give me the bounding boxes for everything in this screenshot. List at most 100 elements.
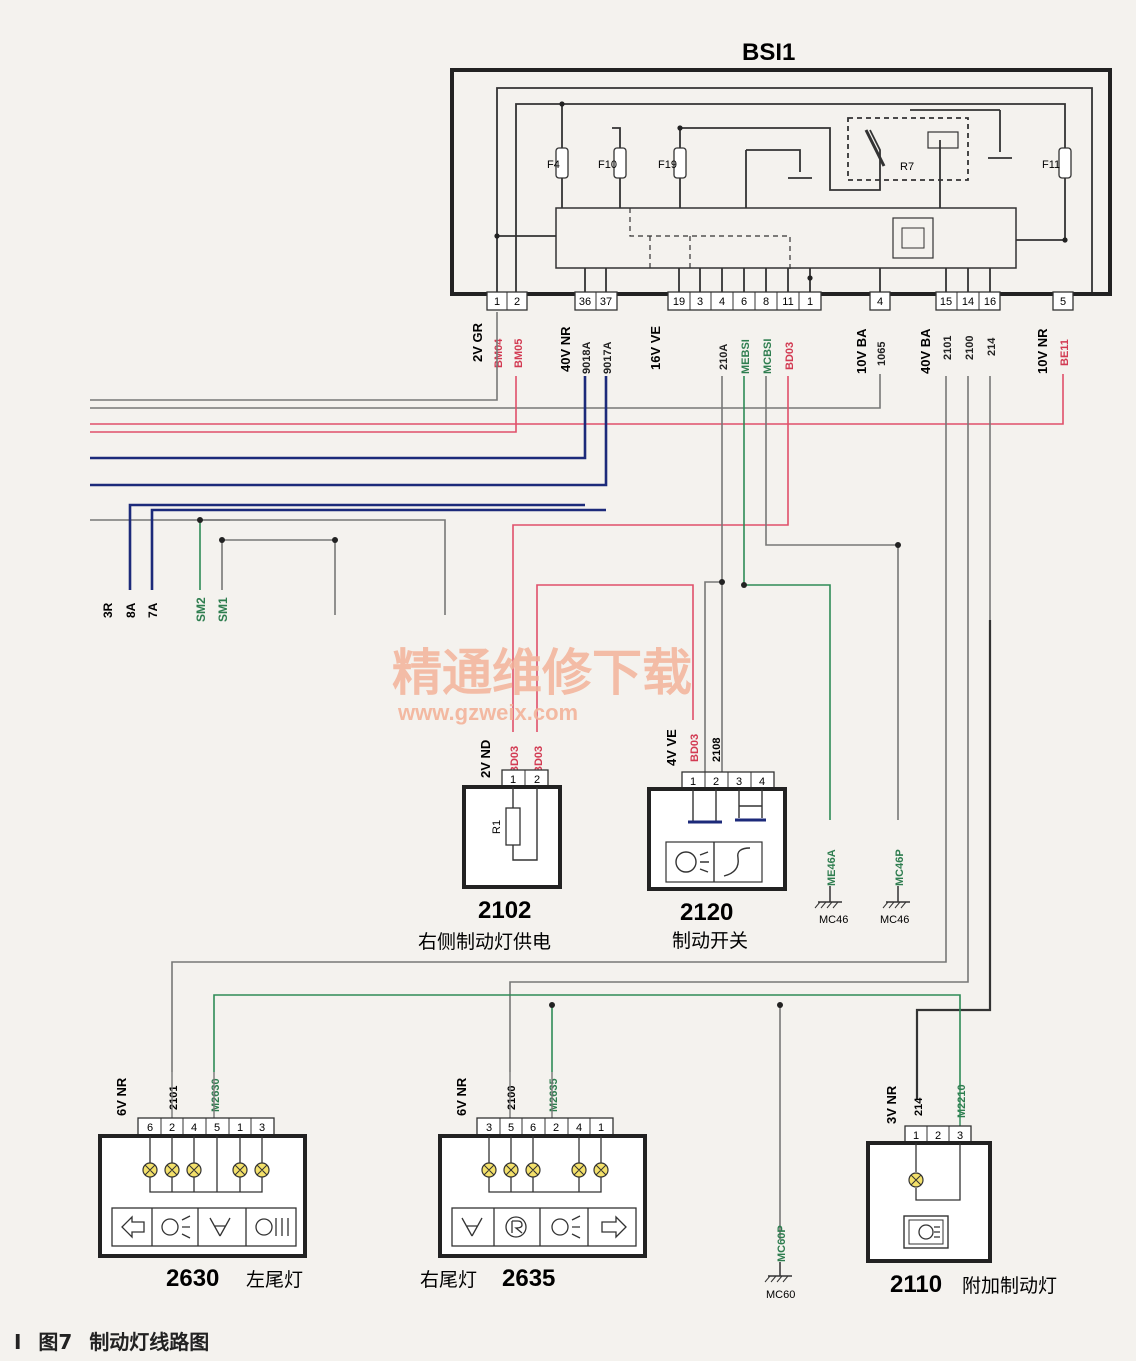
bsi-pin: 4	[877, 296, 883, 308]
comp-2102-id: 2102	[478, 897, 531, 924]
pin: 1	[510, 774, 516, 786]
bsi-title: BSI1	[742, 39, 795, 66]
pin-divider	[926, 1126, 950, 1143]
pin: 2	[534, 774, 540, 786]
bsi-pin-numbers: 1 2 36 37 19 3 4 6 8 11 1 4 15 14 16 5	[494, 296, 1066, 308]
caption-fig: 图7	[38, 1330, 73, 1354]
wire	[171, 1072, 215, 1118]
ground-me46a: ME46A MC46	[814, 849, 848, 926]
pin: 5	[508, 1122, 514, 1134]
bsi-fuses	[555, 147, 1072, 179]
pin: 1	[913, 1130, 919, 1142]
wire-code: 9017A	[602, 342, 614, 374]
lamp-crosses-2635	[483, 1164, 607, 1176]
pin: 3	[259, 1122, 265, 1134]
wire-code: 2100	[964, 336, 976, 360]
bsi-conn-label: 16V VE	[648, 326, 663, 370]
wire-code: 214	[913, 1097, 925, 1116]
ground-label: MC46	[819, 914, 848, 926]
pin: 6	[147, 1122, 153, 1134]
wire-code: BD03	[784, 342, 796, 370]
caption-title: 制动灯线路图	[89, 1330, 210, 1354]
wire-code: MCBSI	[762, 339, 774, 374]
wire-code: MC60P	[776, 1225, 788, 1262]
wire-code: M2635	[548, 1078, 560, 1112]
bsi-pin: 16	[984, 296, 996, 308]
conn-2120-label: 4V VE	[664, 729, 679, 766]
comp-2120-name: 制动开关	[672, 930, 748, 952]
left-stub-labels: 3R 8A 7A SM2 SM1	[101, 597, 230, 622]
wire-code: M2630	[210, 1078, 222, 1112]
bsi-pin: 11	[782, 296, 793, 308]
figure-caption: I 图7 制动灯线路图	[14, 1326, 219, 1355]
stub-label: SM1	[216, 597, 230, 622]
bsi-conn-label: 10V NR	[1035, 328, 1050, 374]
wire-code: ME46A	[826, 849, 838, 886]
pin: 1	[690, 776, 696, 788]
wire-code: M2210	[956, 1084, 968, 1118]
wire-code: MC46P	[894, 849, 906, 886]
pin: 4	[576, 1122, 582, 1134]
fuse-f4-label: F4	[547, 159, 560, 171]
watermark-url: www.gzweix.com	[397, 700, 578, 725]
comp-2120-circuit	[665, 789, 766, 883]
stub-label: 7A	[146, 602, 160, 618]
wire-code: BM04	[493, 338, 505, 368]
caption-marker: I	[14, 1330, 22, 1354]
conn-2630-label: 6V NR	[114, 1077, 129, 1116]
bsi-pin: 1	[494, 296, 500, 308]
conn-2635-label: 6V NR	[454, 1077, 469, 1116]
pin: 3	[736, 776, 742, 788]
bsi-pin: 36	[579, 296, 591, 308]
stub-label: 8A	[124, 602, 138, 618]
bsi-conn-label: 2V GR	[470, 322, 485, 362]
wire-code: 9018A	[581, 342, 593, 374]
lamp-cross-2110	[910, 1174, 922, 1186]
wire-code: 2101	[168, 1086, 180, 1110]
pin: 2	[713, 776, 719, 788]
fuse-f19-label: F19	[658, 159, 677, 171]
ground-mc60p: MC60P MC60	[764, 1225, 795, 1301]
pin: 2	[169, 1122, 175, 1134]
bsi-pin: 8	[763, 296, 769, 308]
wire-code: 2101	[942, 336, 954, 360]
comp-2110-name: 附加制动灯	[962, 1275, 1057, 1297]
comp-2110-id: 2110	[890, 1271, 942, 1298]
pin: 4	[759, 776, 765, 788]
wire-code: BE11	[1059, 339, 1071, 366]
bsi-pin: 5	[1060, 296, 1066, 308]
pins-2635: 3 5 6 2 4 1	[486, 1122, 604, 1134]
comp-2102-circuit	[512, 787, 538, 861]
wire-code: MEBSI	[740, 339, 752, 374]
wire-code: 1065	[876, 342, 888, 366]
comp-2630-id: 2630	[166, 1265, 219, 1292]
bsi-conn-label: 10V BA	[854, 328, 869, 374]
watermark-cn: 精通维修下载	[392, 644, 692, 702]
comp-2630-box	[98, 1134, 307, 1258]
bsi-wire-codes: BM04 BM05 9018A 9017A 210A MEBSI MCBSI B…	[493, 336, 1071, 374]
bsi-pin: 6	[741, 296, 747, 308]
wire-code: 2100	[506, 1086, 518, 1110]
bsi-pin: 37	[600, 296, 612, 308]
wire-code: BD03	[689, 734, 701, 762]
pin: 1	[237, 1122, 243, 1134]
wire-code: BD03	[509, 746, 521, 774]
wire-code: 210A	[718, 344, 730, 370]
bsi-conn-label: 40V BA	[918, 328, 933, 374]
pin-divider	[160, 1118, 252, 1135]
pin: 5	[214, 1122, 220, 1134]
bsi-pin: 14	[962, 296, 974, 308]
comp-2110-box	[866, 1141, 992, 1263]
conn-2110-label: 3V NR	[884, 1085, 899, 1124]
ground-label: MC60	[766, 1289, 795, 1301]
bsi-pin: 19	[673, 296, 685, 308]
wire-code: BM05	[513, 339, 525, 368]
comp-2635-box	[438, 1134, 647, 1258]
lamp-crosses-2630	[144, 1164, 268, 1176]
fuse-f10-label: F10	[598, 159, 617, 171]
comp-2120-box	[647, 787, 787, 891]
bsi-junctions	[494, 101, 1068, 281]
stub-label: SM2	[194, 597, 208, 622]
